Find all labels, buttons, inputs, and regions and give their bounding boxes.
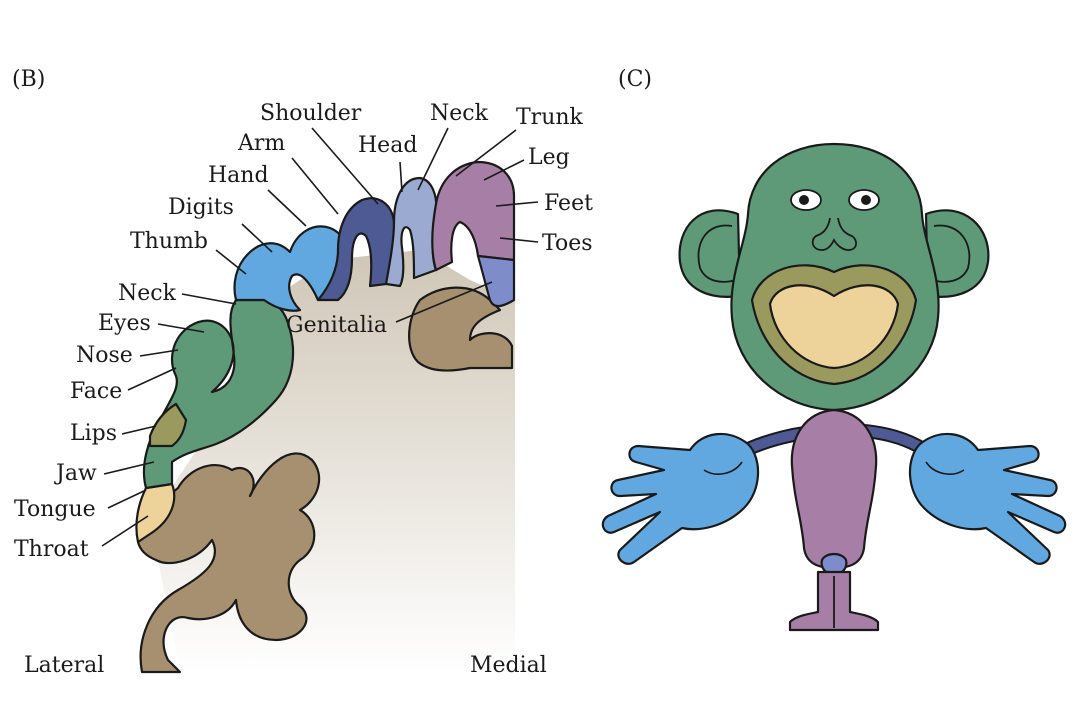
homunculus-genitalia [820, 552, 848, 578]
homunculus-right-ear [924, 209, 990, 298]
label-tongue: Tongue [14, 497, 96, 522]
homunculus-trunk [790, 408, 878, 570]
homunculus-right-hand [908, 432, 1067, 565]
leader-lines [101, 127, 539, 547]
panel-b: (B) [12, 67, 593, 678]
label-thumb: Thumb [130, 229, 208, 254]
region-lips [148, 402, 188, 448]
region-trunk [431, 160, 516, 272]
panel-c: (C) [601, 67, 1067, 632]
label-jaw: Jaw [54, 461, 97, 486]
homunculus-tongue [768, 284, 900, 370]
label-lateral: Lateral [24, 653, 104, 678]
label-neck-medial: Neck [430, 101, 489, 126]
label-shoulder: Shoulder [260, 101, 362, 126]
region-face [142, 298, 295, 490]
panel-c-label: (C) [618, 67, 652, 92]
cortex-fold-medial [408, 286, 514, 372]
label-hand: Hand [208, 163, 269, 188]
label-throat: Throat [14, 537, 89, 562]
homunculus-eyes [790, 189, 880, 211]
cortex-fold-lateral [136, 452, 321, 674]
label-lips: Lips [70, 421, 117, 446]
region-toes [476, 254, 516, 308]
label-nose: Nose [76, 343, 133, 368]
label-face: Face [70, 379, 122, 404]
label-leg: Leg [528, 145, 570, 170]
label-digits: Digits [168, 195, 234, 220]
homunculus-nose [811, 217, 857, 251]
panel-b-label: (B) [12, 67, 45, 92]
label-trunk: Trunk [516, 105, 584, 130]
label-medial: Medial [470, 653, 547, 678]
label-toes: Toes [542, 231, 593, 256]
label-feet: Feet [544, 191, 593, 216]
label-genitalia: Genitalia [286, 313, 387, 338]
homunculus-left-ear [678, 209, 742, 298]
label-eyes: Eyes [98, 311, 151, 336]
homunculus-left-hand [601, 432, 760, 565]
label-neck-lateral: Neck [118, 281, 177, 306]
region-throat [135, 482, 176, 544]
label-arm: Arm [237, 131, 285, 156]
label-head: Head [358, 133, 417, 158]
